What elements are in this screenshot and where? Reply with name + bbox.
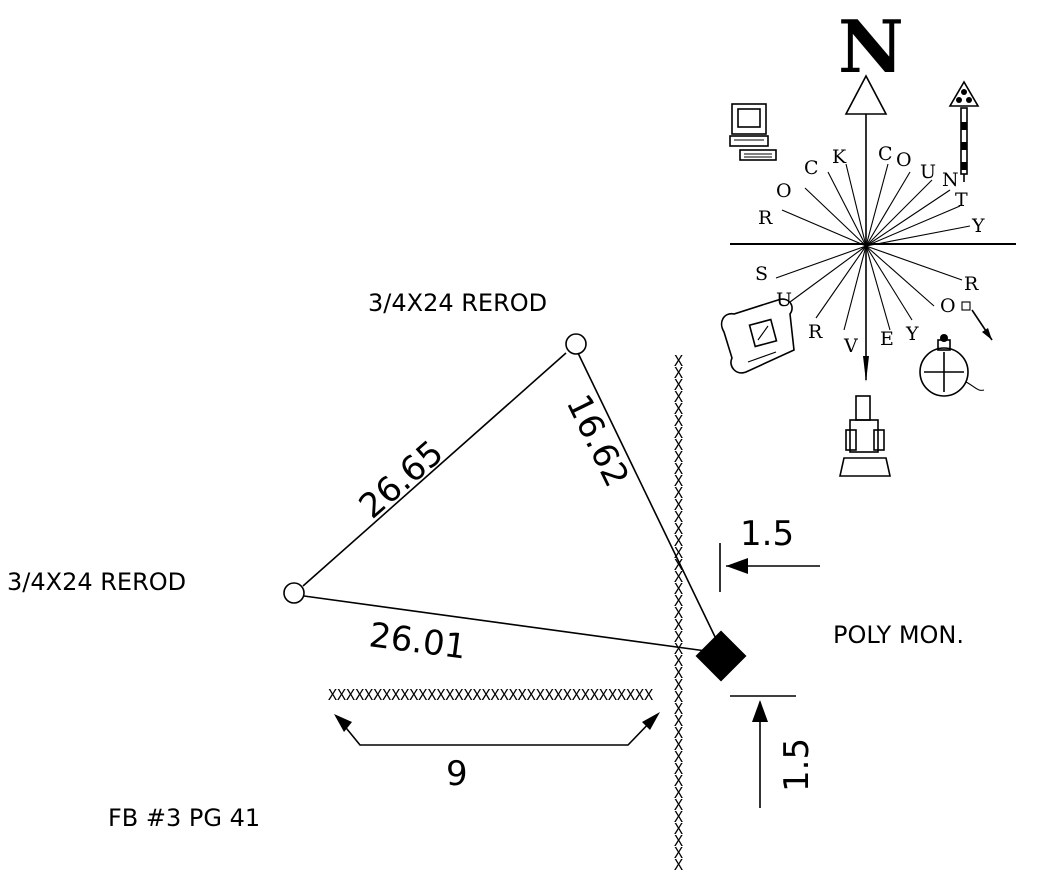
compass-letter: U: [920, 161, 936, 183]
svg-text:X: X: [674, 580, 683, 598]
tie-line-left-mon: [303, 595, 707, 652]
computer-icon: [729, 103, 777, 161]
rerod-top-marker: [565, 333, 587, 355]
svg-text:X: X: [674, 712, 683, 730]
svg-text:X: X: [674, 484, 683, 502]
compass-letter: C: [804, 157, 819, 179]
compass-letter: S: [755, 263, 768, 285]
svg-text:X: X: [674, 748, 683, 766]
compass-letter: O: [776, 180, 792, 202]
svg-text:X: X: [674, 652, 683, 670]
svg-text:X: X: [674, 424, 683, 442]
distance-top-mon: 16.62: [558, 388, 637, 493]
svg-text:X: X: [674, 832, 683, 850]
svg-text:X: X: [674, 676, 683, 694]
compass-letter: T: [955, 189, 968, 211]
compass-letter: Y: [905, 323, 919, 345]
compass-letter: E: [880, 328, 894, 350]
svg-text:X: X: [674, 388, 683, 406]
compass-letter: Y: [971, 215, 985, 237]
fence-vertical: XXXX XXXX XXXX XXXX XXXX XXXX XXXX XXXX …: [674, 352, 683, 874]
svg-text:X: X: [674, 472, 683, 490]
plumb-compass-icon: [919, 301, 993, 397]
tie-lines: [302, 352, 719, 652]
offset-south-dimension: [730, 695, 796, 808]
svg-text:X: X: [674, 400, 683, 418]
plat-scroll-icon: [720, 298, 795, 374]
north-letter-icon: N: [838, 4, 904, 89]
poly-mon-label: POLY MON.: [833, 621, 964, 649]
svg-text:X: X: [674, 784, 683, 802]
compass-letter: R: [964, 273, 979, 295]
compass-letter: R: [808, 321, 823, 343]
svg-text:X: X: [674, 640, 683, 658]
compass-letter: O: [940, 295, 956, 317]
compass-letter: R: [758, 207, 773, 229]
survey-instrument-icon: [839, 395, 891, 477]
svg-text:X: X: [674, 496, 683, 514]
poly-mon-marker: [695, 630, 747, 682]
svg-text:X: X: [674, 820, 683, 838]
svg-text:X: X: [674, 700, 683, 718]
compass-letter: C: [878, 143, 893, 165]
offset-east-dimension: [719, 543, 820, 592]
svg-text:X: X: [674, 796, 683, 814]
svg-text:X: X: [674, 364, 683, 382]
distance-left-mon: 26.01: [367, 615, 469, 667]
svg-text:X: X: [674, 568, 683, 586]
svg-text:X: X: [674, 556, 683, 574]
fence-offset-label: 9: [446, 754, 468, 794]
compass-letter: K: [832, 146, 847, 168]
rerod-left-label: 3/4X24 REROD: [7, 568, 186, 596]
fence-horizontal: XXXXXXXXXXXXXXXXXXXXXXXXXXXXXXXXXXXX: [328, 686, 653, 704]
svg-text:X: X: [674, 724, 683, 742]
svg-text:X: X: [674, 544, 683, 562]
svg-text:X: X: [674, 664, 683, 682]
tie-line-top-mon: [577, 352, 719, 644]
rerod-left-marker: [283, 582, 305, 604]
svg-text:X: X: [674, 520, 683, 538]
svg-text:X: X: [674, 772, 683, 790]
rerod-top-label: 3/4X24 REROD: [368, 289, 547, 317]
svg-text:X: X: [674, 688, 683, 706]
svg-text:X: X: [674, 616, 683, 634]
offset-south-label: 1.5: [777, 738, 817, 792]
svg-text:X: X: [674, 604, 683, 622]
svg-text:X: X: [674, 844, 683, 862]
svg-text:X: X: [674, 460, 683, 478]
svg-text:X: X: [674, 532, 683, 550]
svg-text:X: X: [674, 352, 683, 370]
north-arrow-compass: N R O C K C: [720, 4, 1016, 477]
compass-letter: V: [843, 335, 858, 357]
svg-text:X: X: [674, 736, 683, 754]
fence-offset-dimension: [334, 712, 660, 746]
svg-text:X: X: [674, 448, 683, 466]
compass-letter: U: [776, 289, 792, 311]
svg-text:X: X: [674, 856, 683, 874]
compass-letter: N: [942, 169, 959, 191]
svg-text:X: X: [674, 376, 683, 394]
svg-text:XXXXXXXXXXXXXXXXXXXXXXXXXXXXXX: XXXXXXXXXXXXXXXXXXXXXXXXXXXXXXXXXXXX: [328, 686, 653, 704]
distance-left-top: 26.65: [352, 433, 452, 527]
field-book-reference: FB #3 PG 41: [108, 804, 260, 832]
svg-text:X: X: [674, 436, 683, 454]
svg-text:X: X: [674, 592, 683, 610]
svg-text:X: X: [674, 760, 683, 778]
svg-text:X: X: [674, 628, 683, 646]
svg-text:X: X: [674, 808, 683, 826]
prism-pole-icon: [948, 80, 980, 182]
svg-text:X: X: [674, 412, 683, 430]
svg-text:X: X: [674, 508, 683, 526]
tie-line-left-top: [302, 352, 567, 587]
compass-letter: O: [896, 149, 912, 171]
offset-east-label: 1.5: [740, 514, 794, 554]
